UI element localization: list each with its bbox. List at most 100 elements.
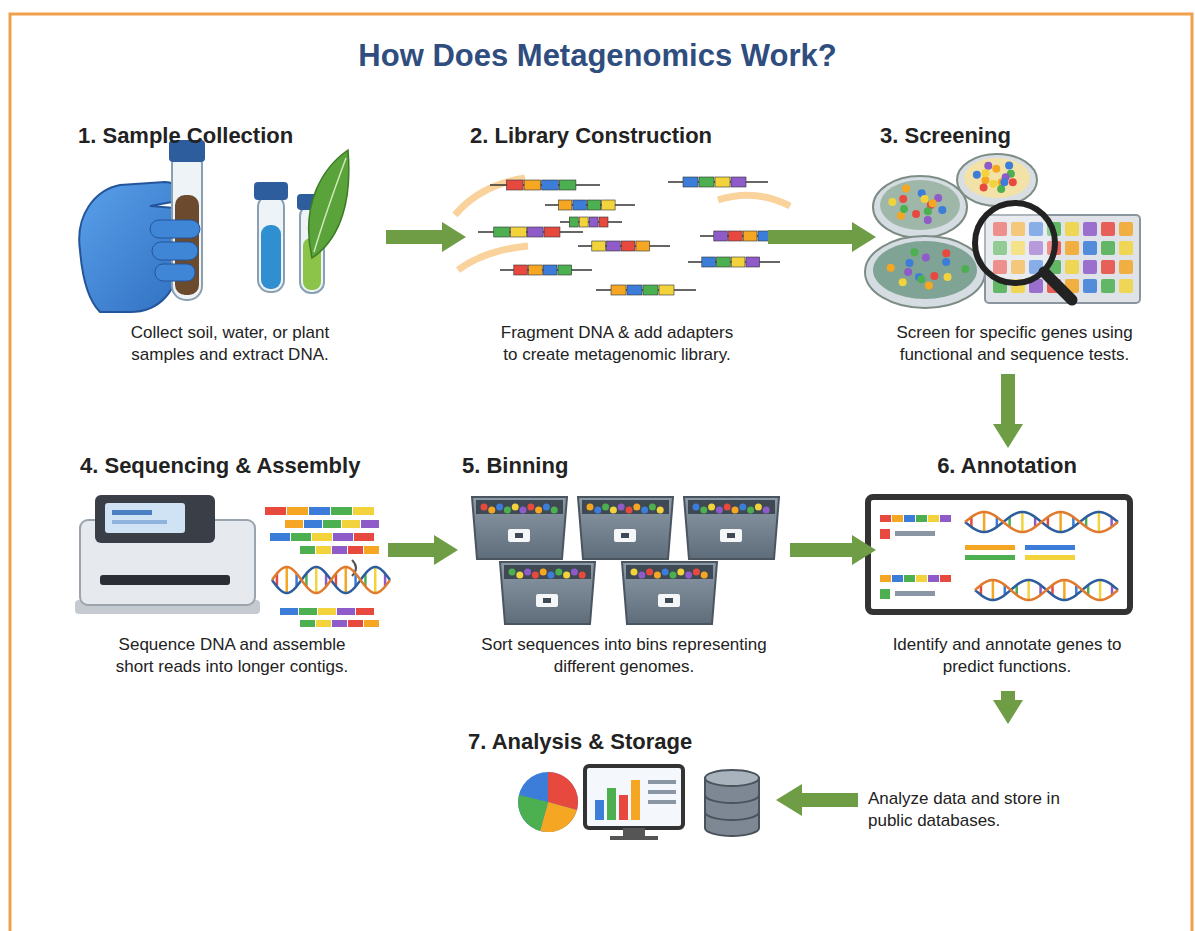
library-fragments xyxy=(455,178,525,215)
bins xyxy=(649,504,656,511)
library-fragments xyxy=(636,241,650,251)
library-fragments xyxy=(558,265,572,275)
annotation-screen xyxy=(965,512,1118,532)
sequencer xyxy=(75,495,390,627)
library-fragments xyxy=(455,177,792,295)
annotation-screen xyxy=(965,555,1015,560)
bins xyxy=(610,507,617,514)
screening-plates xyxy=(880,180,960,230)
library-fragments xyxy=(511,227,527,237)
flow-arrow xyxy=(790,543,852,557)
screening-plates xyxy=(912,210,920,218)
step-description: Identify and annotate genes to predict f… xyxy=(892,634,1122,678)
bins xyxy=(551,507,558,514)
library-fragments xyxy=(715,177,730,187)
screening-plates xyxy=(1101,222,1115,236)
screening-plates xyxy=(957,154,1037,206)
screening-plates xyxy=(942,258,950,266)
sequencer xyxy=(272,567,390,593)
bins xyxy=(641,507,648,514)
screening-plates xyxy=(1083,222,1097,236)
screening-plates xyxy=(1065,260,1079,274)
library-fragments xyxy=(542,180,559,190)
screening-plates xyxy=(1005,162,1013,170)
flow-arrow xyxy=(1001,691,1015,700)
process-step: 3. ScreeningScreen for specific genes us… xyxy=(880,122,1149,370)
sequencer xyxy=(354,533,374,541)
sequencer xyxy=(100,575,230,585)
library-fragments xyxy=(543,265,557,275)
bins xyxy=(701,572,708,579)
sequencer xyxy=(300,620,315,627)
bins xyxy=(755,504,762,511)
screening-plates xyxy=(900,205,908,213)
screening-plates xyxy=(1119,222,1133,236)
screening-plates xyxy=(1000,178,1008,186)
step-heading: 7. Analysis & Storage xyxy=(468,728,1152,756)
bins xyxy=(677,569,684,576)
analysis-icons xyxy=(610,836,658,840)
annotation-screen xyxy=(1025,555,1075,560)
screening-plates xyxy=(1065,222,1079,236)
bins xyxy=(688,500,775,514)
bins xyxy=(500,562,595,624)
sample-tubes xyxy=(152,242,198,260)
annotation-screen xyxy=(965,545,1015,550)
screening-plates xyxy=(924,207,932,215)
annotation-screen xyxy=(904,515,915,522)
annotation-screen xyxy=(1025,545,1075,550)
annotation-screen xyxy=(1099,580,1102,600)
bins xyxy=(582,500,669,514)
bins xyxy=(602,504,609,511)
analysis-icons xyxy=(518,772,578,832)
bins xyxy=(515,533,523,538)
annotation-screen xyxy=(1098,512,1101,532)
annotation-screen xyxy=(916,515,927,522)
screening-plates xyxy=(942,249,950,257)
analysis-icons xyxy=(705,770,759,786)
screening-plates xyxy=(899,278,907,286)
bins xyxy=(472,497,779,624)
sample-tubes xyxy=(79,140,349,312)
bins xyxy=(747,507,754,514)
library-fragments xyxy=(731,177,746,187)
screening-plates xyxy=(930,272,938,280)
library-fragments xyxy=(731,257,745,267)
bins xyxy=(472,497,567,559)
analysis-icons xyxy=(648,790,676,794)
screening-plates xyxy=(992,165,1000,173)
annotation-screen xyxy=(880,575,891,582)
bins xyxy=(555,569,562,576)
library-fragments xyxy=(714,231,728,241)
bins xyxy=(481,504,488,511)
diagram-title: How Does Metagenomics Work? xyxy=(0,38,1195,74)
sequencer xyxy=(337,608,355,615)
bins xyxy=(535,507,542,514)
sequencer xyxy=(112,520,167,524)
library-fragments xyxy=(494,227,510,237)
bins xyxy=(708,504,715,511)
bins xyxy=(618,504,625,511)
bins xyxy=(693,504,700,511)
process-step: 5. BinningSort sequences into bins repre… xyxy=(462,452,786,687)
screening-plates xyxy=(887,264,895,272)
screening-plates xyxy=(1083,279,1097,293)
bins xyxy=(693,569,700,576)
bins xyxy=(496,504,503,511)
annotation-screen xyxy=(892,575,903,582)
flow-arrow xyxy=(388,543,434,557)
bins xyxy=(524,569,531,576)
sequencer xyxy=(348,546,363,554)
screening-plates xyxy=(964,158,1030,198)
screening-plates xyxy=(921,195,929,203)
page-frame xyxy=(10,14,1192,931)
sequencer xyxy=(331,507,352,515)
annotation-screen xyxy=(1021,512,1024,532)
annotation-screen xyxy=(868,497,1130,612)
screening-plates xyxy=(1009,178,1017,186)
screening-plates xyxy=(980,183,988,191)
annotation-screen xyxy=(928,515,939,522)
library-fragments xyxy=(569,217,578,227)
library-fragments xyxy=(659,285,674,295)
analysis-icons xyxy=(800,793,858,807)
